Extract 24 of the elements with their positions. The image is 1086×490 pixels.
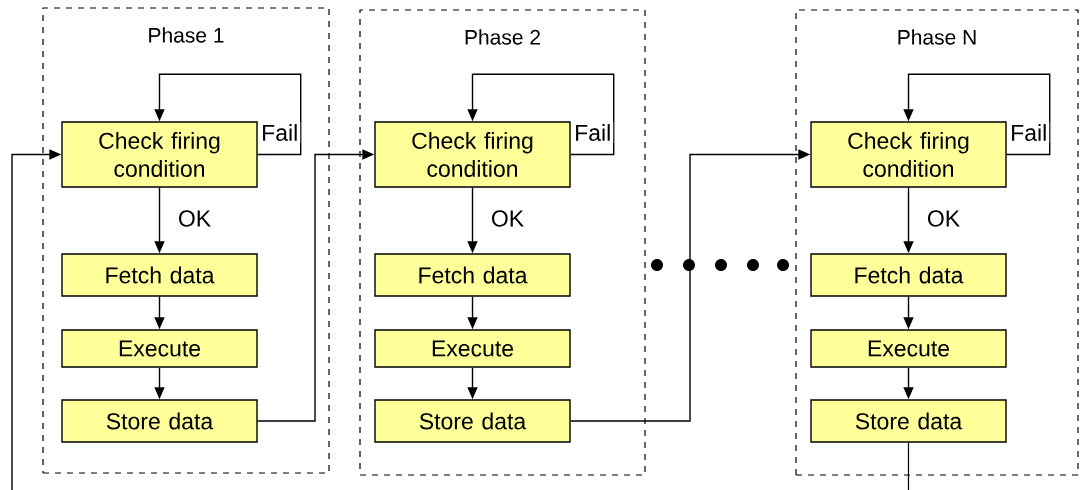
process-box: Execute: [61, 329, 258, 368]
phase-title: Phase 2: [465, 29, 540, 45]
process-box: Check firing condition: [61, 121, 258, 188]
arrow: [154, 73, 302, 156]
process-box: Execute: [374, 329, 571, 368]
process-box: Check firing condition: [810, 121, 1007, 188]
edge-label: Fail: [1008, 122, 1050, 143]
process-box: Fetch data: [810, 253, 1007, 297]
edge-label: OK: [488, 208, 527, 229]
phase-title: Phase 1: [149, 27, 224, 43]
phase-title: Phase N: [898, 29, 976, 45]
arrow: [467, 73, 615, 156]
process-box: Fetch data: [374, 253, 571, 297]
edge-label: OK: [924, 208, 963, 229]
arrow: [903, 73, 1051, 156]
process-box: Store data: [61, 399, 258, 443]
process-box: Store data: [810, 399, 1007, 443]
edge-label: Fail: [572, 122, 614, 143]
process-box: Check firing condition: [374, 121, 571, 188]
process-box: Execute: [810, 329, 1007, 368]
process-box: Fetch data: [61, 253, 258, 297]
edge-label: OK: [175, 208, 214, 229]
edge-label: Fail: [259, 122, 301, 143]
process-box: Store data: [374, 399, 571, 443]
